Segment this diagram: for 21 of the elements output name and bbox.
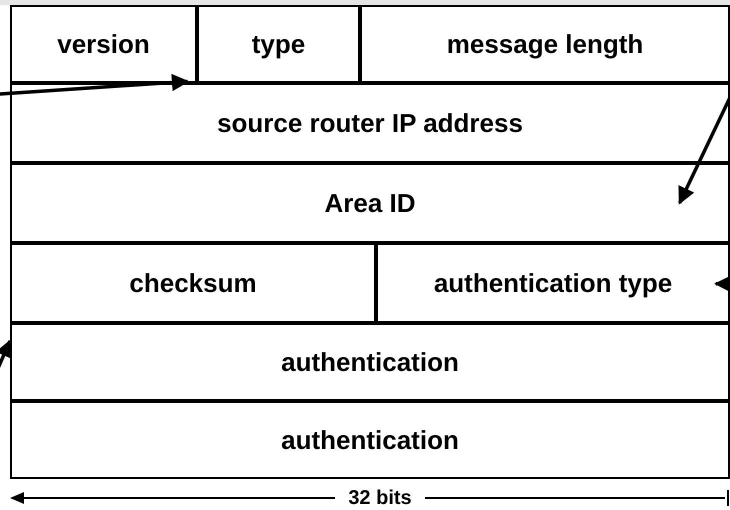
field-cell: [376, 243, 730, 323]
field-cell: [360, 5, 730, 83]
field-cell: [10, 83, 730, 163]
arrow: [714, 275, 730, 293]
field-name: authentication: [281, 346, 459, 378]
field-name: authentication type: [434, 266, 672, 300]
field-cell: [10, 323, 730, 401]
field-name: source router IP address: [217, 106, 523, 140]
field-cell: [10, 401, 730, 479]
field-name: checksum: [129, 266, 257, 300]
field-cell: [10, 243, 376, 323]
field-name: authentication: [281, 424, 459, 456]
field-name: version: [57, 28, 150, 60]
arrow: [0, 74, 190, 98]
field-name: message length: [446, 28, 644, 60]
field-cell: [197, 5, 360, 83]
field-name: type: [252, 28, 306, 60]
dimension-label: 32 bits: [347, 486, 413, 510]
field-cell: [10, 5, 197, 83]
field-cell: [10, 163, 730, 243]
field-name: Area ID: [324, 186, 416, 220]
